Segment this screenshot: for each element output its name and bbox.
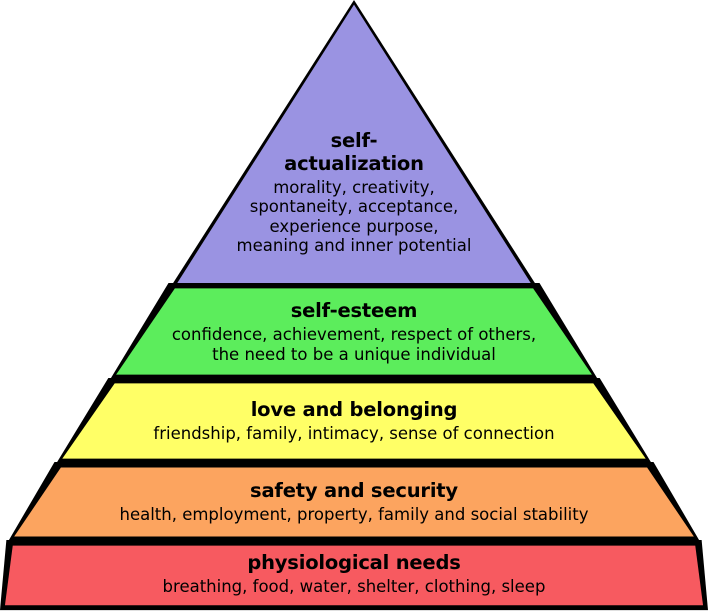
- level-fill: [4, 545, 704, 606]
- level-description: friendship, family, intimacy, sense of c…: [153, 424, 555, 444]
- level-label-group: self- actualization morality, creativity…: [0, 0, 708, 288]
- level-label-group: safety and security health, employment, …: [0, 462, 708, 542]
- level-label-group: love and belonging friendship, family, i…: [0, 378, 708, 464]
- level-description: breathing, food, water, shelter, clothin…: [162, 576, 546, 596]
- pyramid-level-safety-and-security[interactable]: safety and security health, employment, …: [0, 462, 708, 542]
- level-description: confidence, achievement, respect of othe…: [171, 325, 537, 364]
- level-title: love and belonging: [250, 398, 458, 422]
- level-label-group: self-esteem confidence, achievement, res…: [0, 283, 708, 380]
- pyramid-level-self-esteem[interactable]: self-esteem confidence, achievement, res…: [0, 283, 708, 380]
- pyramid-level-love-and-belonging[interactable]: love and belonging friendship, family, i…: [0, 378, 708, 464]
- level-title: self- actualization: [284, 128, 424, 175]
- level-fill: [14, 467, 694, 537]
- level-title: safety and security: [250, 479, 458, 503]
- level-label-group: physiological needs breathing, food, wat…: [0, 540, 708, 615]
- level-fill: [62, 383, 646, 459]
- level-fill: [116, 288, 592, 375]
- level-title: self-esteem: [290, 299, 418, 323]
- pyramid-level-self-actualization[interactable]: self- actualization morality, creativity…: [0, 0, 708, 288]
- level-title: physiological needs: [247, 550, 461, 574]
- pyramid-level-physiological-needs[interactable]: physiological needs breathing, food, wat…: [0, 540, 708, 615]
- level-description: health, employment, property, family and…: [119, 505, 589, 525]
- level-description: morality, creativity, spontaneity, accep…: [236, 177, 472, 255]
